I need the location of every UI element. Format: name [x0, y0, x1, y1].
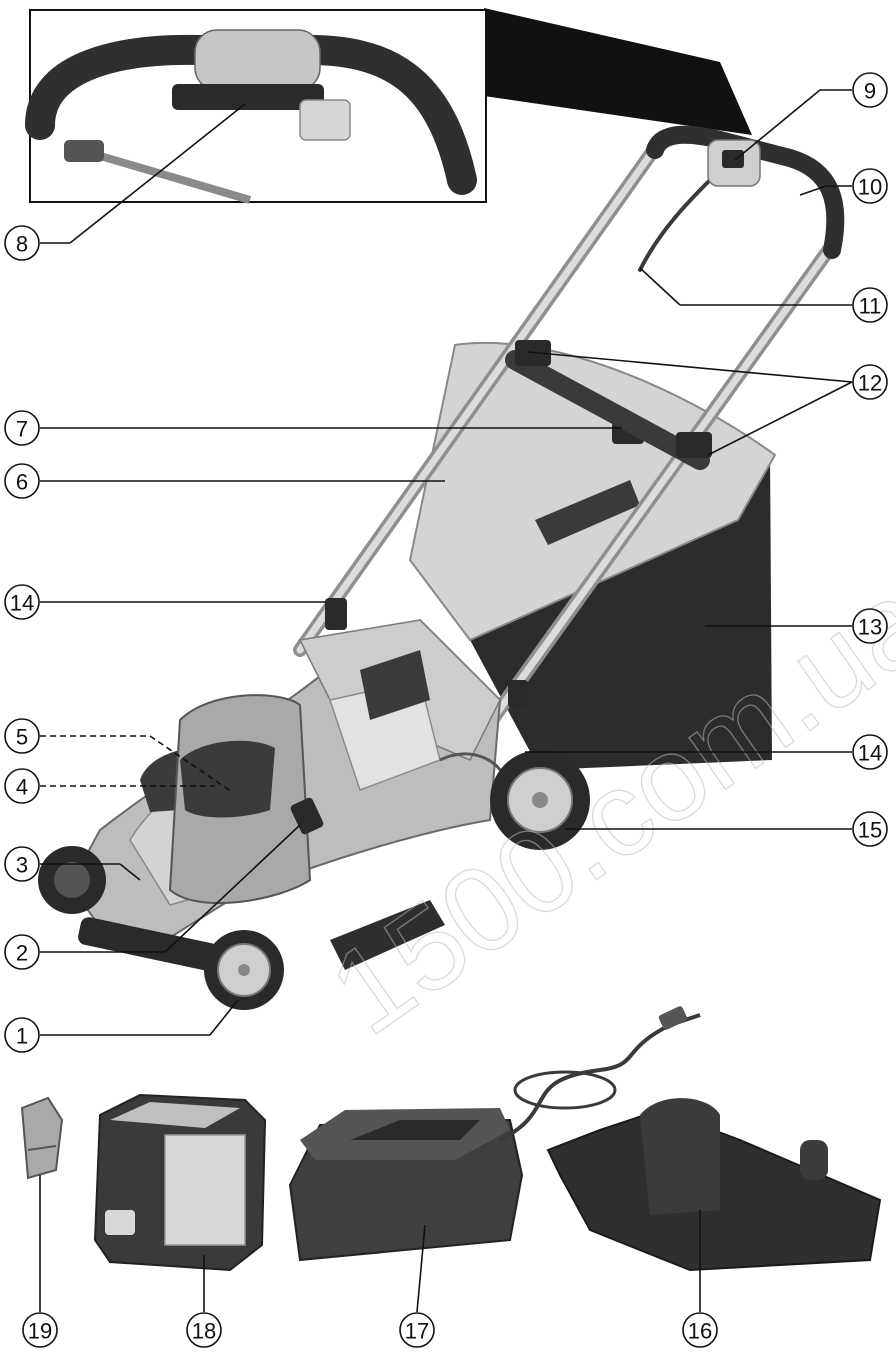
- front-wheel: [204, 930, 284, 1010]
- callout-circle-14b: [852, 734, 888, 770]
- callout-number-18: 18: [192, 1319, 216, 1344]
- callout-leader-9: [734, 89, 821, 161]
- folding-knob-right: [508, 680, 528, 708]
- callout-number-7: 7: [16, 417, 28, 442]
- handle-frame: [293, 125, 845, 727]
- callout-circle-7: [4, 410, 40, 446]
- charger-stand: [546, 1098, 882, 1272]
- callout-number-4: 4: [16, 775, 28, 800]
- power-plug: [658, 1006, 688, 1030]
- callout-circle-13: [852, 608, 888, 644]
- battery-charger: [288, 1006, 701, 1262]
- callout-number-14b: 14: [858, 741, 882, 766]
- inset-handle-bar: [25, 29, 477, 204]
- callout-number-3: 3: [16, 853, 28, 878]
- callout-number-6: 6: [16, 470, 28, 495]
- callout-circle-17: [399, 1312, 435, 1348]
- callout-circle-6: [4, 463, 40, 499]
- callout-number-10: 10: [858, 175, 882, 200]
- callout-circle-5: [4, 718, 40, 754]
- callout-number-17: 17: [405, 1319, 429, 1344]
- callout-circle-12: [852, 364, 888, 400]
- safety-key: [20, 1096, 64, 1180]
- callout-number-16: 16: [688, 1319, 712, 1344]
- callout-number-14a: 14: [10, 591, 34, 616]
- callout-circle-11: [852, 287, 888, 323]
- callout-number-1: 1: [16, 1024, 28, 1049]
- callout-circle-19: [22, 1312, 58, 1348]
- callout-circle-14a: [4, 584, 40, 620]
- callout-leader-3: [119, 863, 141, 881]
- callout-circle-10: [852, 168, 888, 204]
- callout-leader-5: [149, 735, 233, 793]
- callout-circle-9: [852, 72, 888, 108]
- callout-circle-3: [4, 846, 40, 882]
- callout-number-11: 11: [859, 294, 882, 319]
- callout-leader-12: [527, 351, 853, 383]
- callout-circle-18: [186, 1312, 222, 1348]
- callout-circle-2: [4, 934, 40, 970]
- quick-release-lower: [676, 432, 712, 458]
- lawn-mower: [38, 125, 845, 1010]
- callout-leader-12: [707, 381, 853, 456]
- callout-leader-1: [209, 999, 239, 1036]
- callout-leader-11: [639, 267, 681, 306]
- callout-leader-8: [69, 103, 246, 244]
- deck-front-bumper: [78, 917, 218, 971]
- folding-knob-left: [325, 598, 347, 630]
- callout-number-19: 19: [28, 1319, 52, 1344]
- callout-number-5: 5: [16, 725, 28, 750]
- handle-detail-inset: [25, 8, 752, 204]
- callout-number-9: 9: [864, 79, 876, 104]
- callout-number-12: 12: [858, 371, 882, 396]
- callout-leader-2: [164, 824, 301, 953]
- callout-circle-4: [4, 768, 40, 804]
- callout-leader-17: [416, 1224, 426, 1313]
- callout-circle-16: [682, 1312, 718, 1348]
- front-left-wheel: [38, 846, 106, 914]
- callout-number-13: 13: [858, 615, 882, 640]
- callout-number-15: 15: [858, 818, 882, 843]
- callout-leader-10: [799, 185, 827, 196]
- inset-pointer: [484, 8, 752, 135]
- callout-circle-15: [852, 811, 888, 847]
- callout-circle-8: [4, 225, 40, 261]
- callout-number-8: 8: [16, 232, 28, 257]
- battery-pack: [93, 1093, 267, 1272]
- callout-circle-1: [4, 1017, 40, 1053]
- callout-number-2: 2: [16, 941, 28, 966]
- rear-wheel: [490, 750, 590, 850]
